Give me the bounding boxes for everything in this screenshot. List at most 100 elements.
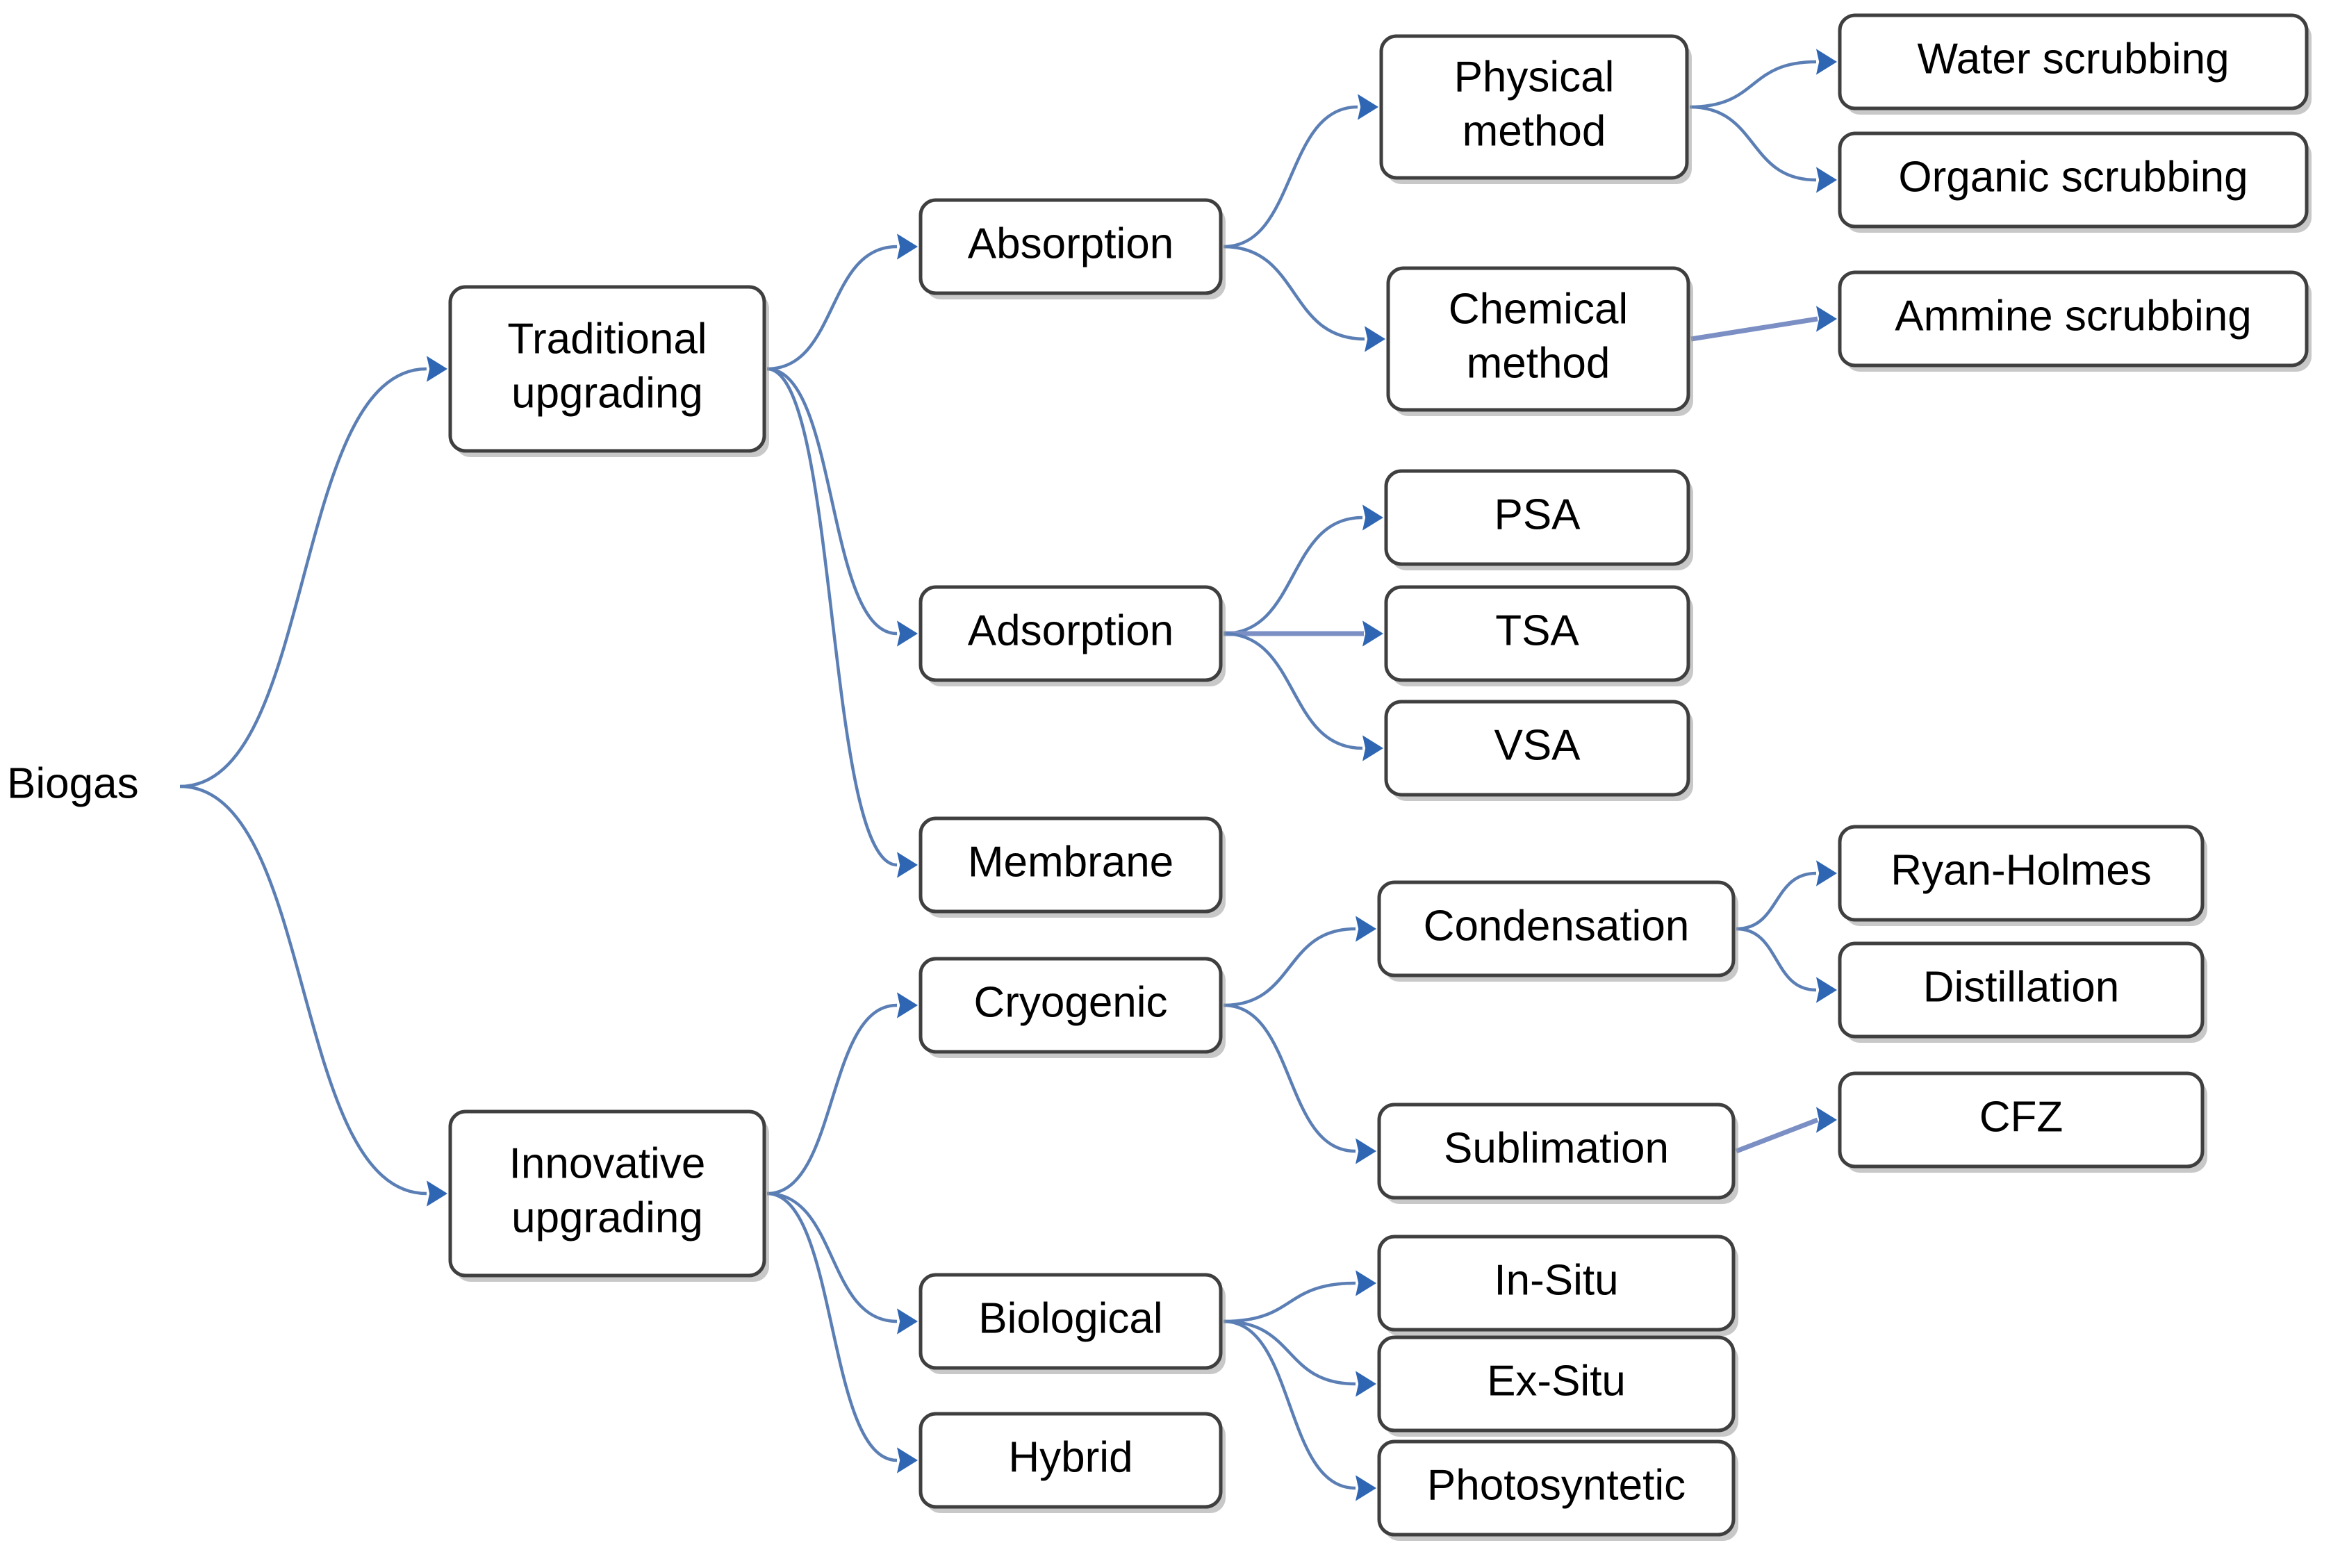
edge-traditional-to-membrane bbox=[766, 367, 918, 878]
arrow-head bbox=[897, 620, 918, 647]
edge-adsorption-to-tsa bbox=[1224, 620, 1383, 647]
edge-innovative-to-hybrid bbox=[766, 1191, 918, 1474]
node-label: TSA bbox=[1495, 606, 1579, 654]
arrow-head bbox=[897, 992, 918, 1018]
arrow-head bbox=[897, 233, 918, 260]
node-water[interactable]: Water scrubbing bbox=[1838, 13, 2312, 115]
edge-path bbox=[1223, 927, 1356, 1007]
node-rect[interactable] bbox=[1377, 1103, 1736, 1200]
edge-path bbox=[766, 367, 898, 867]
node-rect[interactable] bbox=[1838, 825, 2205, 922]
arrow-head bbox=[1356, 1475, 1376, 1501]
edge-condensation-to-distill bbox=[1736, 927, 1837, 1003]
node-label: Ex-Situ bbox=[1487, 1357, 1626, 1405]
edge-sublimation-to-cfz bbox=[1735, 1107, 1837, 1154]
edge-path bbox=[766, 1191, 898, 1462]
edge-physical-to-water bbox=[1689, 49, 1837, 109]
edge-biogas-to-traditional bbox=[179, 356, 447, 789]
node-rect[interactable] bbox=[1377, 1235, 1736, 1332]
node-rect[interactable] bbox=[1838, 13, 2309, 110]
edge-path bbox=[179, 784, 427, 1196]
node-rect[interactable] bbox=[1838, 941, 2205, 1039]
node-rect[interactable] bbox=[919, 1273, 1223, 1370]
node-cryogenic[interactable]: Cryogenic bbox=[919, 957, 1226, 1058]
node-label: Ryan-Holmes bbox=[1891, 846, 2152, 894]
node-rect[interactable] bbox=[1377, 1439, 1736, 1537]
node-rect[interactable] bbox=[448, 285, 766, 453]
node-photo[interactable]: Photosyntetic bbox=[1377, 1439, 1738, 1541]
arrow-head bbox=[1362, 735, 1383, 761]
node-condensation[interactable]: Condensation bbox=[1377, 880, 1738, 982]
node-rect[interactable] bbox=[919, 585, 1223, 682]
node-organic[interactable]: Organic scrubbing bbox=[1838, 131, 2312, 233]
node-sublimation[interactable]: Sublimation bbox=[1377, 1103, 1738, 1204]
edge-path bbox=[1736, 927, 1817, 992]
arrow-head bbox=[1356, 916, 1376, 942]
edge-biological-to-photo bbox=[1223, 1319, 1376, 1501]
node-exsitu[interactable]: Ex-Situ bbox=[1377, 1335, 1738, 1437]
node-rect[interactable] bbox=[1384, 700, 1690, 797]
node-tsa[interactable]: TSA bbox=[1384, 585, 1693, 686]
edge-path bbox=[1689, 105, 1817, 182]
node-biological[interactable]: Biological bbox=[919, 1273, 1226, 1374]
node-rect[interactable] bbox=[1838, 131, 2309, 229]
edge-layer bbox=[179, 49, 1837, 1501]
node-rect[interactable] bbox=[919, 957, 1223, 1054]
node-membrane[interactable]: Membrane bbox=[919, 816, 1226, 918]
node-label: Water scrubbing bbox=[1917, 35, 2229, 83]
node-rect[interactable] bbox=[448, 1109, 766, 1278]
node-label: Sublimation bbox=[1444, 1124, 1669, 1172]
node-ryan[interactable]: Ryan-Holmes bbox=[1838, 825, 2207, 926]
node-psa[interactable]: PSA bbox=[1384, 469, 1693, 570]
node-label: Adsorption bbox=[968, 606, 1173, 654]
node-label: Chemical bbox=[1449, 285, 1628, 333]
edge-path bbox=[766, 1003, 898, 1196]
node-rect[interactable] bbox=[1384, 469, 1690, 566]
node-rect[interactable] bbox=[919, 198, 1223, 295]
node-label: VSA bbox=[1494, 721, 1581, 769]
edge-path bbox=[1223, 515, 1363, 636]
edge-path bbox=[1223, 105, 1358, 249]
edge-line bbox=[1690, 316, 1818, 342]
node-rect[interactable] bbox=[1377, 1335, 1736, 1433]
node-cfz[interactable]: CFZ bbox=[1838, 1071, 2207, 1173]
node-rect[interactable] bbox=[1379, 34, 1689, 180]
node-insitu[interactable]: In-Situ bbox=[1377, 1235, 1738, 1336]
node-ammine[interactable]: Ammine scrubbing bbox=[1838, 270, 2312, 372]
arrow-head bbox=[427, 1180, 447, 1207]
edge-path bbox=[1223, 1319, 1356, 1386]
node-rect[interactable] bbox=[1384, 585, 1690, 682]
node-label: upgrading bbox=[511, 369, 703, 417]
node-label: CFZ bbox=[1979, 1093, 2064, 1141]
arrow-head bbox=[1816, 167, 1837, 193]
root-label-text: Biogas bbox=[7, 759, 139, 807]
edge-path bbox=[766, 245, 898, 371]
arrow-head bbox=[1816, 1107, 1837, 1133]
node-distill[interactable]: Distillation bbox=[1838, 941, 2207, 1043]
edge-path bbox=[1689, 60, 1817, 109]
node-label: In-Situ bbox=[1494, 1256, 1618, 1304]
node-label: Ammine scrubbing bbox=[1895, 292, 2251, 340]
node-adsorption[interactable]: Adsorption bbox=[919, 585, 1226, 686]
node-rect[interactable] bbox=[919, 816, 1223, 914]
node-rect[interactable] bbox=[1386, 266, 1690, 412]
node-rect[interactable] bbox=[1838, 1071, 2205, 1169]
node-absorption[interactable]: Absorption bbox=[919, 198, 1226, 299]
root-label-biogas[interactable]: Biogas bbox=[7, 759, 139, 807]
arrow-head bbox=[1365, 326, 1385, 352]
node-rect[interactable] bbox=[919, 1412, 1223, 1509]
node-rect[interactable] bbox=[1377, 880, 1736, 977]
node-label: Photosyntetic bbox=[1427, 1461, 1686, 1509]
node-hybrid[interactable]: Hybrid bbox=[919, 1412, 1226, 1513]
edge-chemical-to-ammine bbox=[1690, 306, 1837, 342]
edge-path bbox=[1223, 1281, 1356, 1323]
node-layer: BiogasTraditionalupgradingInnovativeupgr… bbox=[7, 13, 2312, 1541]
node-label: Innovative bbox=[509, 1139, 706, 1187]
node-rect[interactable] bbox=[1838, 270, 2309, 368]
edge-cryogenic-to-condensation bbox=[1223, 916, 1376, 1007]
node-vsa[interactable]: VSA bbox=[1384, 700, 1693, 801]
